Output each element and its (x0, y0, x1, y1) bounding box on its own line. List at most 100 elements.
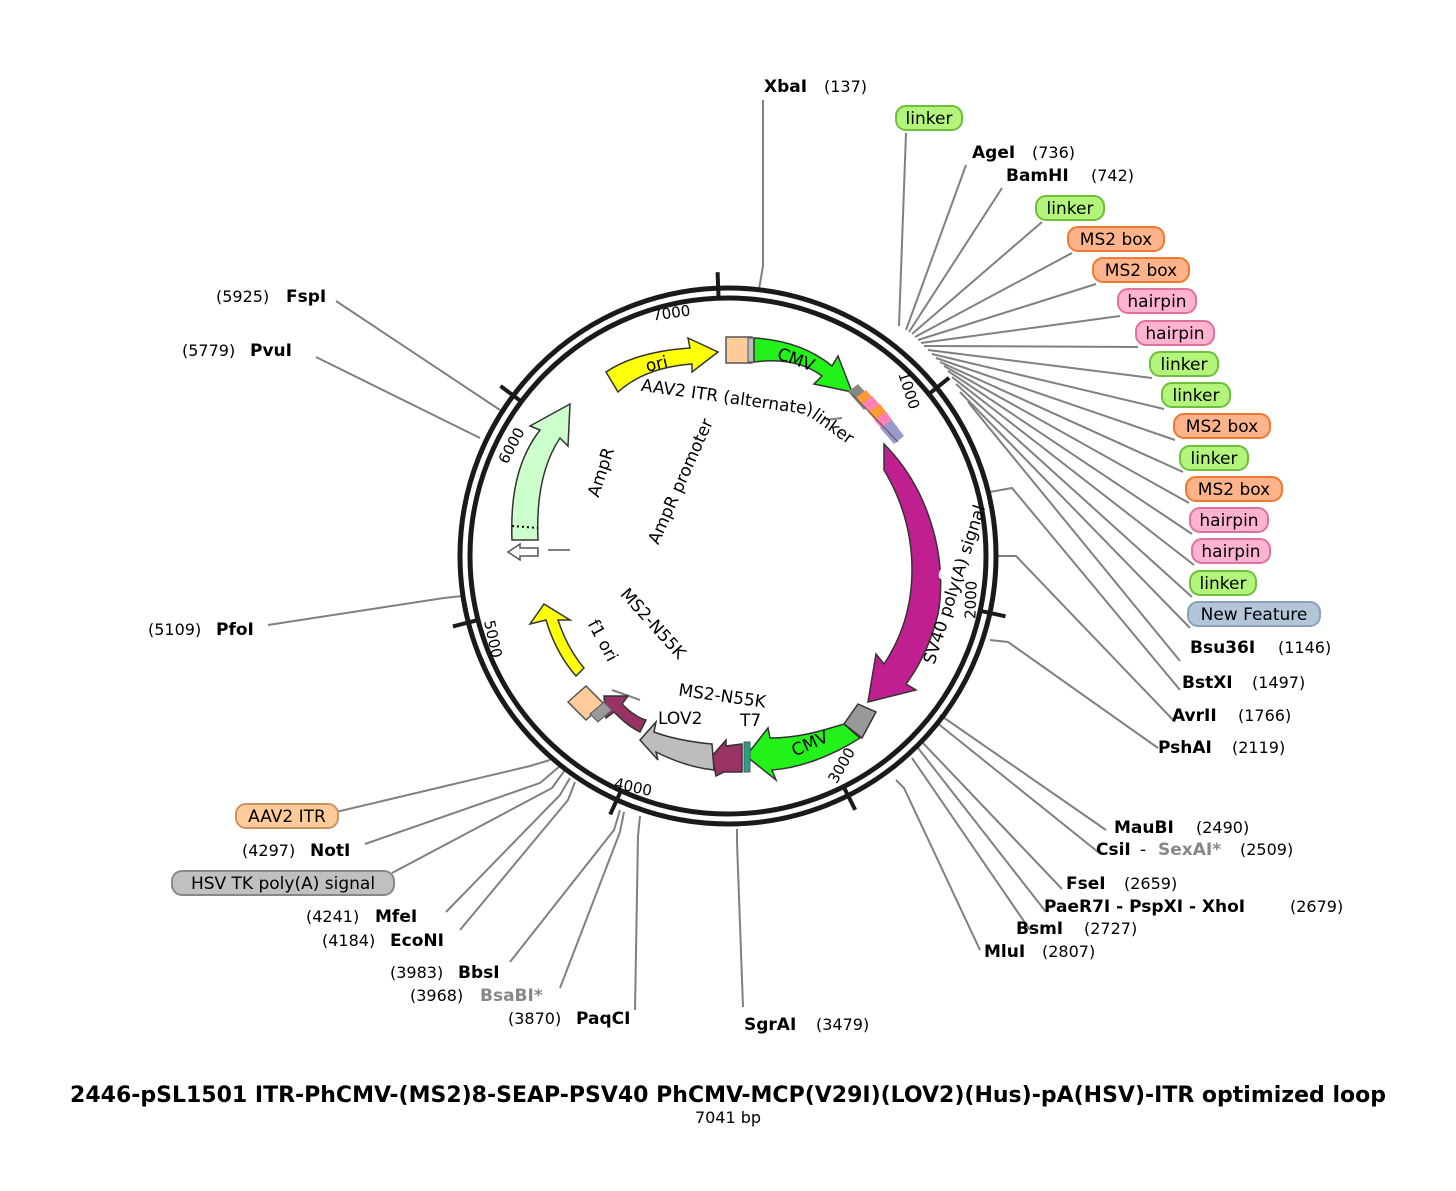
feature-aav2-itr-alternate-edge (747, 337, 755, 363)
site-bstxi: BstXI(1497) (1182, 673, 1305, 693)
site-pshai: PshAI(2119) (1158, 738, 1285, 758)
svg-text:(5109): (5109) (148, 620, 201, 639)
label-ampr: AmpR (584, 445, 619, 500)
label-lov2: LOV2 (658, 709, 702, 729)
features (506, 336, 942, 783)
svg-text:(2490): (2490) (1196, 818, 1249, 837)
leader-lines (267, 100, 1195, 1011)
leader-bamhi (908, 187, 1003, 333)
label-ms2-n55k-2: MS2-N55K (616, 585, 690, 664)
feature-ampr (511, 402, 571, 541)
site-mlui: MluI(2807) (984, 942, 1095, 962)
leader-fsei (921, 741, 1063, 890)
feature-f1-ori (528, 602, 586, 678)
svg-text:(3479): (3479) (816, 1015, 869, 1034)
leader-maubi (939, 714, 1107, 831)
pill-hairpin-4: hairpin (1117, 288, 1197, 314)
feature-ampr-promoter (506, 542, 539, 562)
svg-text:(742): (742) (1091, 166, 1134, 185)
feature-lov2 (638, 719, 715, 771)
leader-bstxi (989, 486, 1181, 691)
site-pfoi: (5109) PfoI (148, 620, 254, 640)
pill-label-7: linker (1173, 386, 1220, 406)
pill-label-14: New Feature (1201, 605, 1308, 625)
leader-linker-4 (931, 353, 1165, 410)
feature-ms2-n55k-2 (603, 695, 648, 734)
svg-text:(5779): (5779) (182, 341, 235, 360)
site-bbsi: (3983)BbsI (390, 963, 500, 983)
pill-ms2-10: MS2 box (1185, 476, 1283, 502)
site-fsei: FseI(2659) (1066, 874, 1177, 894)
svg-text:BamHI: BamHI (1006, 166, 1069, 186)
svg-text:(2659): (2659) (1124, 874, 1177, 893)
leader-noti (364, 765, 561, 845)
leader-hairpin-2 (923, 345, 1139, 348)
pill-itr-15: AAV2 ITR (235, 803, 339, 829)
leader-hairpin-1 (920, 315, 1121, 344)
restriction-sites-right: XbaI(137) AgeI(736) BamHI(742) Bsu36I(11… (744, 77, 1343, 1035)
leader-newfeature (959, 391, 1191, 629)
svg-text:(3870): (3870) (508, 1009, 561, 1028)
svg-text:XbaI: XbaI (764, 77, 807, 97)
leader-fspi (335, 300, 501, 411)
leader-ms2-2 (917, 283, 1097, 341)
svg-text:(3983): (3983) (390, 963, 443, 982)
tick-5000 (452, 617, 481, 629)
pill-misc-14: New Feature (1187, 601, 1321, 627)
feature-ampr-dotted (511, 525, 539, 529)
site-bamhi: BamHI (742) (1006, 166, 1134, 186)
label-t7: T7 (739, 711, 761, 731)
label-ampr-promoter: AmpR promoter (645, 416, 718, 548)
pill-label-12: hairpin (1201, 542, 1260, 562)
tick-6000 (499, 384, 525, 405)
pill-label-16: HSV TK poly(A) signal (191, 874, 375, 894)
tick-label-2000: 2000 (961, 580, 980, 619)
site-csii: CsiI-SexAI*(2509) (1096, 840, 1293, 860)
feature-aav2-itr-bottom-edge (589, 701, 613, 723)
svg-text:(736): (736) (1032, 143, 1075, 162)
svg-text:PaeR7I - PspXI - XhoI: PaeR7I - PspXI - XhoI (1044, 897, 1245, 917)
leader-ms2-3 (935, 357, 1176, 441)
leader-aav2itr (335, 759, 551, 813)
svg-text:Bsu36I: Bsu36I (1190, 638, 1255, 658)
svg-text:(2807): (2807) (1042, 942, 1095, 961)
leader-csii (935, 721, 1099, 853)
leader-mlui (895, 779, 981, 951)
leader-inner-linker (825, 417, 843, 421)
pill-hairpin-12: hairpin (1191, 538, 1271, 564)
feature-cmv-2 (744, 723, 862, 783)
feature-t7 (743, 741, 751, 773)
svg-text:PfoI: PfoI (216, 620, 254, 640)
leader-sgrai (736, 829, 744, 1008)
svg-text:(1766): (1766) (1238, 706, 1291, 725)
site-avrii: AvrII (1766) (1172, 706, 1291, 726)
leader-xbai (758, 100, 764, 290)
svg-text:(2679): (2679) (1290, 897, 1343, 916)
svg-text:PvuI: PvuI (250, 341, 292, 361)
pill-hairpin-11: hairpin (1189, 507, 1269, 533)
svg-text:(4241): (4241) (306, 907, 359, 926)
leader-linker-3 (927, 349, 1153, 379)
pill-linker-13: linker (1189, 570, 1257, 596)
leader-inner-ms2-left (611, 689, 641, 701)
leader-pfoi (267, 595, 463, 626)
pill-label-15: AAV2 ITR (248, 807, 326, 827)
tick-label-7000: 7000 (651, 301, 691, 324)
site-xbai: XbaI(137) (764, 77, 867, 97)
pill-ms2-3: MS2 box (1092, 257, 1190, 283)
pill-label-5: hairpin (1145, 324, 1204, 344)
pill-ms2-2: MS2 box (1067, 226, 1165, 252)
pill-label-6: linker (1161, 355, 1208, 375)
svg-text:AvrII: AvrII (1172, 706, 1217, 726)
leader-econi (459, 781, 576, 931)
site-econi: (4184)EcoNI (322, 931, 444, 951)
tick-label-5000: 5000 (480, 618, 506, 659)
svg-text:(4297): (4297) (242, 841, 295, 860)
label-ms2-n55k-1: MS2-N55K (677, 681, 768, 713)
leader-agei (905, 164, 967, 331)
site-maubi: MauBI(2490) (1114, 818, 1249, 838)
label-cmv-1: CMV (774, 344, 817, 376)
svg-text:(2727): (2727) (1084, 919, 1137, 938)
